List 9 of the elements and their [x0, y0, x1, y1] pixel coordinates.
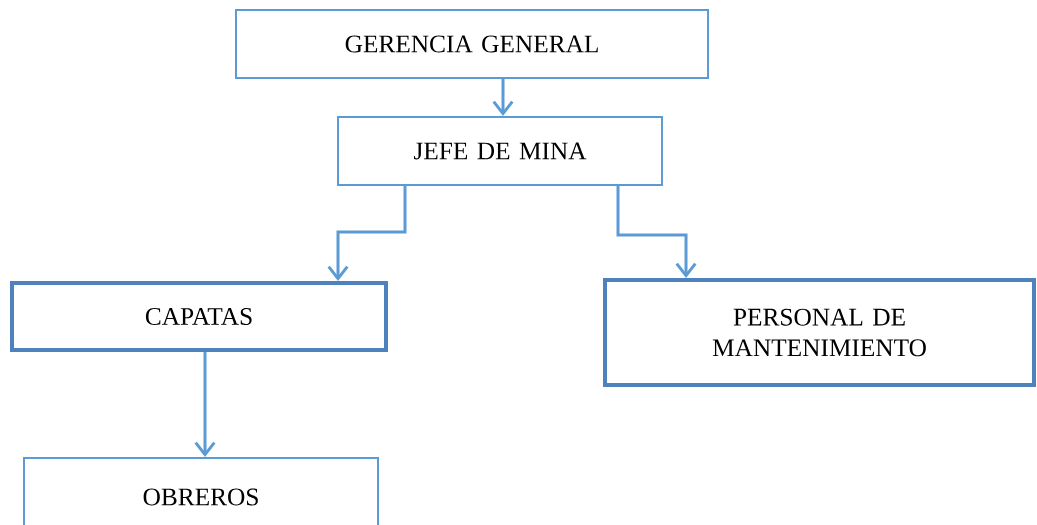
org-box: CAPATAS	[10, 281, 388, 352]
arrow	[492, 79, 514, 116]
arrow	[194, 352, 216, 457]
arrow	[327, 186, 407, 281]
org-box: OBREROS	[23, 457, 379, 525]
org-box: PERSONAL DE MANTENIMIENTO	[603, 278, 1036, 387]
org-box: GERENCIA GENERAL	[235, 9, 709, 79]
org-box: JEFE DE MINA	[337, 116, 663, 186]
arrow	[616, 186, 697, 278]
